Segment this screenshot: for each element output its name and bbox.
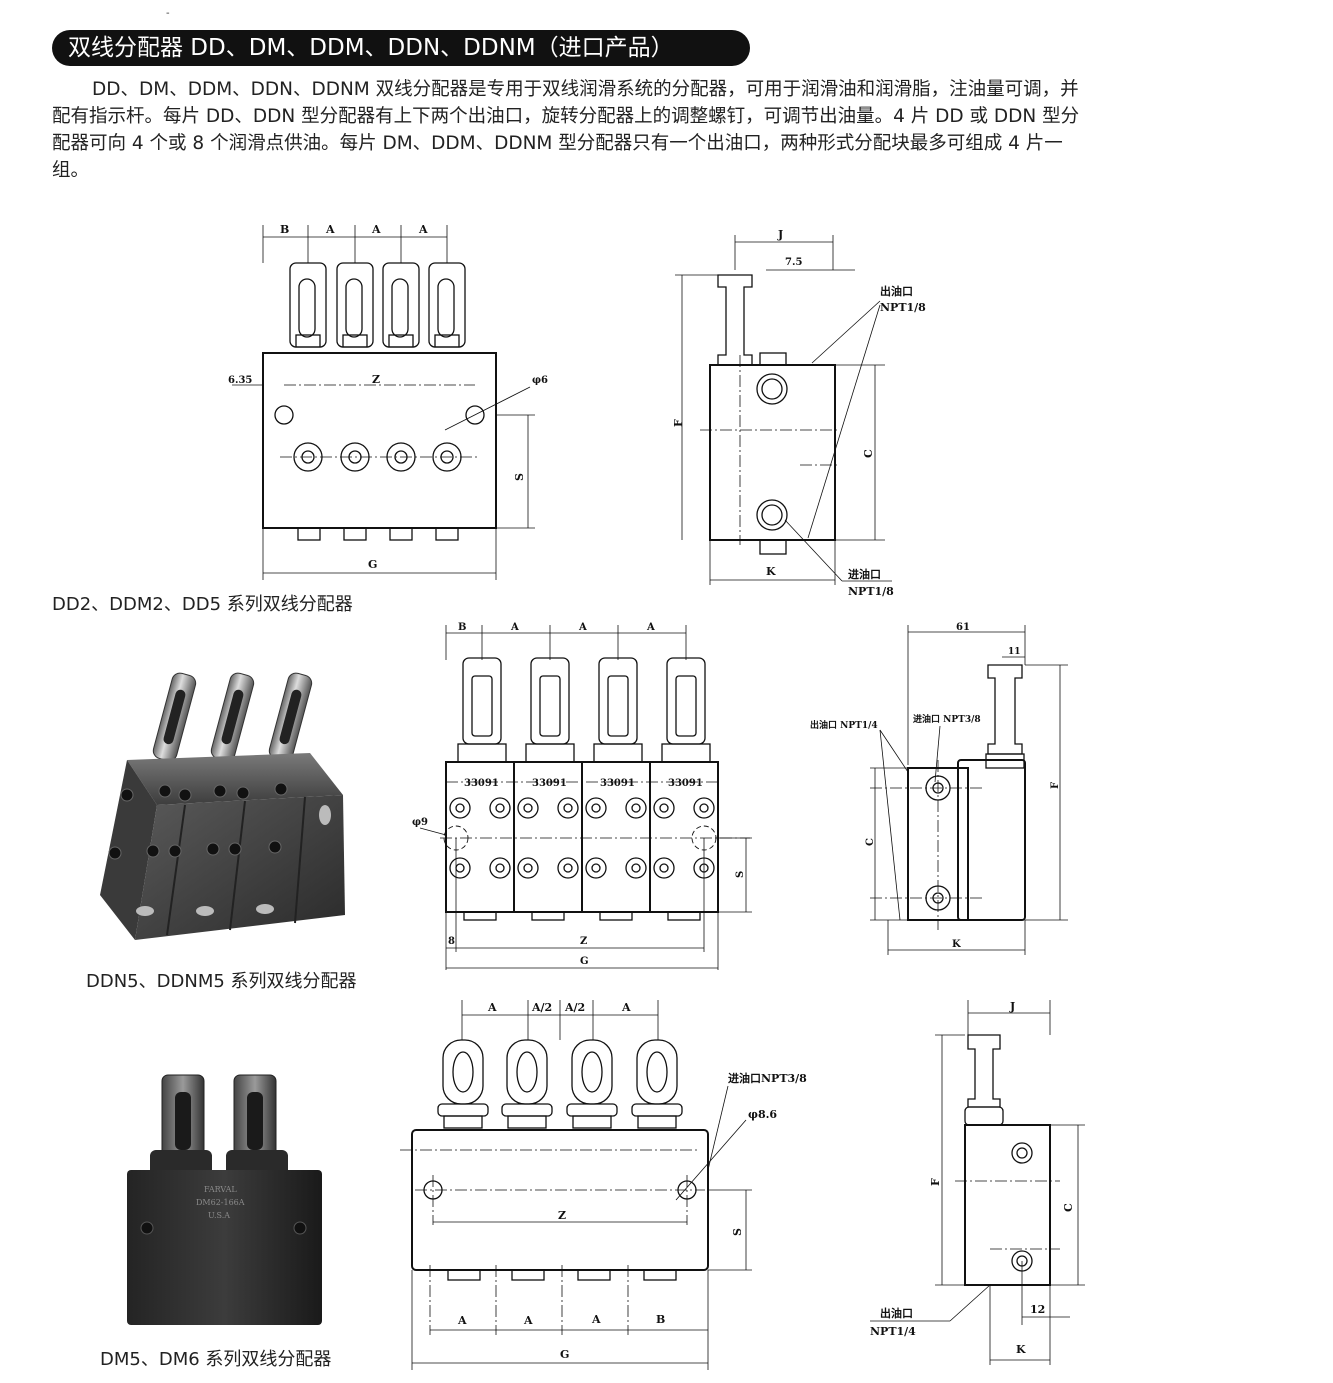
dim-g: G [560, 1348, 569, 1361]
dim-f: F [1050, 782, 1061, 789]
dim-z: Z [372, 373, 380, 386]
caption-dd-series: DD2、DDM2、DD5 系列双线分配器 [52, 594, 353, 615]
indicator-housing [428, 262, 466, 348]
label-outlet: 出油口 [880, 1306, 913, 1320]
label-inlet: 进油口 [848, 567, 881, 581]
dim-k: K [952, 939, 961, 950]
caption-dm-series: DM5、DM6 系列双线分配器 [100, 1349, 332, 1370]
dd-side-drawing: J 7.5 出油口 NPT1/8 F C K 进油口 NPT1/8 [672, 228, 926, 598]
part-number: 33091 [668, 778, 703, 789]
dim-8: 8 [448, 936, 455, 947]
dim-a: A [371, 223, 381, 236]
dim-phi9: φ9 [412, 817, 428, 828]
dm-front-drawing: A A/2 A/2 A Z 进油口NPT3/8 φ8.6 S A A A B G [400, 1000, 807, 1370]
indicator-housing [382, 262, 420, 348]
caption-ddn-series: DDN5、DDNM5 系列双线分配器 [86, 971, 357, 992]
dim-phi8-6: φ8.6 [748, 1108, 777, 1121]
dim-12: 12 [1030, 1303, 1045, 1316]
dm-side-drawing: J F C 出油口 NPT1/4 12 K [870, 1000, 1085, 1365]
dim-s: S [735, 871, 746, 878]
dim-g: G [580, 956, 589, 967]
dim-s: S [731, 1228, 744, 1236]
dim-11: 11 [1008, 647, 1021, 657]
dim-j: J [777, 228, 783, 241]
dim-a: A [325, 223, 335, 236]
dim-k: K [766, 565, 776, 578]
dim-a: A [523, 1314, 533, 1327]
part-number: 33091 [464, 778, 499, 789]
label-inlet: 进油口NPT3/8 [728, 1071, 807, 1085]
dim-c: C [862, 449, 875, 458]
label-outlet-thread: NPT1/8 [880, 301, 926, 314]
dim-b: B [280, 223, 289, 236]
label-outlet: 出油口 [880, 284, 913, 298]
dim-6-35: 6.35 [228, 375, 252, 386]
dim-f: F [929, 1178, 942, 1186]
part-number: 33091 [600, 778, 635, 789]
dim-k: K [1016, 1343, 1026, 1356]
photo-model: DM62-166A [196, 1198, 245, 1207]
dim-7-5: 7.5 [785, 257, 802, 268]
dim-a: A [578, 622, 587, 633]
dim-a: A [457, 1314, 467, 1327]
dim-a: A [487, 1001, 497, 1014]
valve-body [709, 364, 836, 541]
dim-b: B [656, 1313, 665, 1326]
dim-a: A [510, 622, 519, 633]
dim-61: 61 [956, 622, 970, 633]
page-title: 双线分配器 DD、DM、DDM、DDN、DDNM（进口产品） [52, 30, 750, 66]
dim-z: Z [558, 1209, 566, 1222]
dim-s: S [513, 473, 526, 481]
dim-a: A [591, 1313, 601, 1326]
dim-j: J [1009, 1000, 1015, 1013]
photo-brand: FARVAL [204, 1185, 237, 1194]
label-inlet-thread: NPT1/8 [848, 585, 894, 598]
ddn-side-drawing: 61 11 出油口 NPT1/4 进油口 NPT3/8 C F K [810, 622, 1068, 955]
dim-a-half: A/2 [564, 1001, 585, 1014]
dim-a: A [646, 622, 655, 633]
indicator-housing [336, 262, 374, 348]
dim-a: A [418, 223, 428, 236]
dim-c: C [1062, 1203, 1075, 1212]
valve-body [262, 352, 497, 529]
indicator-housing [289, 262, 327, 348]
part-number: 33091 [532, 778, 567, 789]
label-inlet: 进油口 NPT3/8 [913, 713, 981, 725]
ddn-photo [100, 672, 345, 940]
dm-photo: FARVAL DM62-166A U.S.A [127, 1074, 322, 1325]
dim-c: C [865, 838, 876, 846]
dim-f: F [672, 419, 685, 427]
dim-phi6: φ6 [532, 375, 548, 386]
dim-z: Z [580, 936, 587, 947]
label-outlet-thread: NPT1/4 [870, 1325, 916, 1338]
dim-g: G [368, 558, 377, 571]
header-mark: - [166, 8, 170, 19]
dd-front-drawing: B A A A 6.35 Z φ6 S G [228, 223, 548, 580]
intro-paragraph: DD、DM、DDM、DDN、DDNM 双线分配器是专用于双线润滑系统的分配器，可… [52, 79, 1080, 181]
valve-body [411, 1129, 709, 1271]
dim-a: A [621, 1001, 631, 1014]
dim-b: B [458, 622, 466, 633]
label-outlet: 出油口 NPT1/4 [810, 719, 878, 731]
photo-origin: U.S.A [208, 1211, 230, 1220]
ddn-front-drawing: B A A A 33091 33091 33091 33091 φ9 S 8 Z… [412, 622, 752, 970]
dim-a-half: A/2 [531, 1001, 552, 1014]
